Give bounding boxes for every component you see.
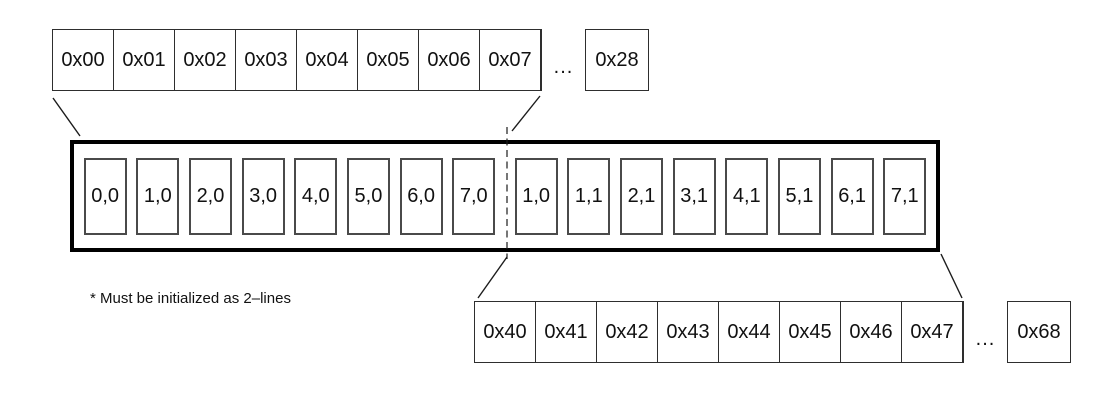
cache-cell: 5,1 — [777, 157, 821, 235]
memory-cell-last-bottom: 0x68 — [1007, 301, 1071, 363]
memory-cell: 0x04 — [297, 30, 358, 90]
connector-bottom-right-line — [940, 253, 963, 299]
memory-cell: 0x44 — [719, 302, 780, 362]
ellipsis-bottom: ... — [975, 327, 996, 350]
cache-cell: 1,0 — [136, 157, 180, 235]
cache-cell: 3,1 — [672, 157, 716, 235]
memory-cell: 0x03 — [236, 30, 297, 90]
cache-cell: 1,0 — [514, 157, 558, 235]
memory-cell: 0x07 — [480, 30, 541, 90]
connector-top-left-line — [52, 97, 81, 137]
cache-cell: 7,1 — [883, 157, 927, 235]
memory-cell: 0x45 — [780, 302, 841, 362]
memory-cell: 0x47 — [902, 302, 963, 362]
cache-cell: 3,0 — [241, 157, 285, 235]
cache-cell: 4,0 — [294, 157, 338, 235]
memory-cell: 0x06 — [419, 30, 480, 90]
ellipsis-top: ... — [553, 55, 574, 78]
memory-cell: 0x43 — [658, 302, 719, 362]
memory-cell: 0x46 — [841, 302, 902, 362]
memory-cell: 0x05 — [358, 30, 419, 90]
memory-cell: 0x41 — [536, 302, 597, 362]
memory-cell-last-top: 0x28 — [585, 29, 649, 91]
cache-cell: 1,1 — [567, 157, 611, 235]
cache-cell: 5,0 — [346, 157, 390, 235]
cache-cell: 4,1 — [725, 157, 769, 235]
memory-cell: 0x01 — [114, 30, 175, 90]
cache-cell: 7,0 — [452, 157, 496, 235]
cache-cell: 6,0 — [399, 157, 443, 235]
cache-cell: 2,0 — [188, 157, 232, 235]
cache-cell: 2,1 — [619, 157, 663, 235]
note-label: * Must be initialized as 2–lines — [90, 290, 291, 307]
cache-cell: 0,0 — [83, 157, 127, 235]
connector-bottom-left-line — [477, 256, 508, 299]
memory-cell: 0x02 — [175, 30, 236, 90]
memory-cell: 0x40 — [475, 302, 536, 362]
memory-cell: 0x00 — [53, 30, 114, 90]
memory-cell: 0x42 — [597, 302, 658, 362]
cache-cell: 6,1 — [830, 157, 874, 235]
connector-top-right-line — [511, 95, 541, 132]
